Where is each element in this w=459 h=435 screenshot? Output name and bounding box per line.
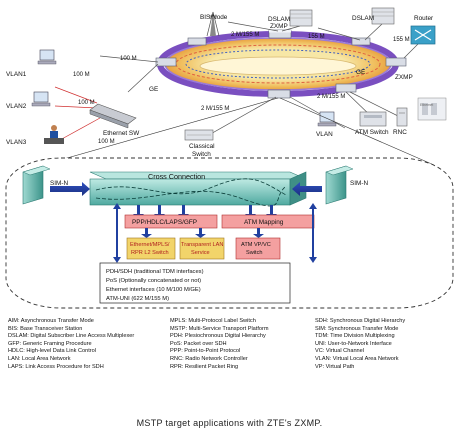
link-vlan1-label: 100 M bbox=[73, 72, 90, 78]
vlan3-label: VLAN3 bbox=[6, 139, 27, 146]
legend-item: LAN: Local Area Network bbox=[8, 355, 71, 362]
legend-item: BIS: Base Transceiver Station bbox=[8, 325, 83, 332]
ethernet-mpls-label-1: Ethernet/MPLS/ bbox=[130, 242, 170, 248]
link-vlan2-label: 100 M bbox=[78, 100, 95, 106]
ge-right-label: GE bbox=[356, 69, 365, 76]
legend-item: VC: Virtual Channel bbox=[315, 348, 365, 355]
atm-switch-label: ATM Switch bbox=[355, 129, 389, 136]
sim-connectors bbox=[50, 182, 322, 196]
link-vlan3-label: 100 M bbox=[98, 139, 115, 145]
rnc-icon bbox=[396, 107, 408, 127]
ppp-hdlc-label: PPP/HDLC/LAPS/GFP bbox=[132, 219, 197, 226]
legend-item: PPP: Point-to-Point Protocol bbox=[170, 348, 241, 355]
interface-line-3: Ethernet interfaces (10 M/100 M/GE) bbox=[106, 287, 201, 293]
sim-n-right-label: SIM-N bbox=[350, 180, 368, 187]
interface-line-4: ATM-UNI (622 M/155 M) bbox=[106, 296, 169, 302]
ethernet-sw-label: Ethernet SW bbox=[103, 130, 140, 137]
dslam-label-1: DSLAM bbox=[268, 16, 290, 23]
figure-caption: MSTP target applications with ZTE's ZXMP… bbox=[136, 418, 323, 428]
legend-column-3: SDH: Synchronous Digital Hierarchy SIM: … bbox=[315, 318, 405, 371]
classical-switch-label-1: Classical bbox=[189, 143, 215, 150]
transparent-lan-label-2: Service bbox=[191, 250, 210, 256]
router-icon bbox=[410, 25, 436, 45]
legend-column-2: MPLS: Multi-Protocol Label Switch MSTP: … bbox=[170, 318, 269, 371]
legend-item: VP: Virtual Path bbox=[315, 363, 355, 370]
legend-item: LAPS: Link Access Procedure for SDH bbox=[8, 363, 104, 370]
zxmp-node-right bbox=[385, 57, 407, 67]
link-lower-155-label: 2 M/155 M bbox=[201, 106, 229, 112]
bis-node-label: BIS/Node bbox=[200, 14, 228, 21]
link-left-100-label: 100 M bbox=[120, 56, 137, 62]
vlan1-label: VLAN1 bbox=[6, 71, 27, 78]
sim-n-left-block bbox=[22, 165, 51, 205]
atm-vp-label-2: Switch bbox=[246, 250, 262, 256]
vertical-arrows-lower bbox=[141, 228, 264, 238]
atm-vp-box bbox=[235, 237, 281, 260]
legend-item: MSTP: Multi-Service Transport Platform bbox=[170, 325, 269, 332]
interface-line-1: PDH/SDH (traditional TDM interfaces) bbox=[106, 269, 204, 275]
ethernet-switch-icon bbox=[89, 103, 137, 129]
vlan2-label: VLAN2 bbox=[6, 103, 27, 110]
vlan-right-label: VLAN bbox=[316, 131, 333, 138]
atm-mapping-label: ATM Mapping bbox=[244, 219, 284, 226]
legend-column-1: AIM: Asynchronous Transfer Mode BIS: Bas… bbox=[8, 318, 134, 371]
interfaces-box bbox=[99, 262, 291, 304]
bts-tower-icon bbox=[206, 11, 220, 37]
legend-item: RPR: Resilient Packet Ring bbox=[170, 363, 239, 370]
ppp-hdlc-box bbox=[124, 214, 218, 229]
pc-icon-vlan2 bbox=[31, 91, 51, 107]
person-icon-vlan3 bbox=[44, 125, 64, 144]
ge-left-label: GE bbox=[149, 86, 158, 93]
zxmp-node-bottom bbox=[267, 89, 291, 99]
legend-item: UNI: User-to-Network Interface bbox=[315, 340, 392, 347]
link-top-label: 2 M/155 M bbox=[231, 32, 259, 38]
interface-arrows bbox=[113, 203, 317, 263]
legend-item: PDH: Plesiochronous Digital Hierarchy bbox=[170, 333, 266, 340]
atm-switch-icon bbox=[359, 111, 387, 127]
ethernet-mpls-label-2: RPR L2 Switch bbox=[131, 250, 169, 256]
atm-vp-label-1: ATM VP/VC bbox=[241, 242, 271, 248]
pc-icon-vlan1 bbox=[37, 49, 57, 65]
zxmp-node-left bbox=[155, 57, 177, 67]
pc-icon-vlan-right bbox=[317, 111, 337, 127]
sim-n-right-block bbox=[325, 165, 354, 205]
legend-item: RNC: Radio Network Controller bbox=[170, 355, 248, 362]
legend-item: GFP: Generic Framing Procedure bbox=[8, 340, 92, 347]
classical-switch-label-2: Switch bbox=[192, 151, 211, 158]
tiny-equipment-label: Ethernet bbox=[420, 103, 433, 107]
link-dslam2-label: 155 M bbox=[393, 37, 410, 43]
cross-connection-block bbox=[89, 171, 307, 207]
router-label: Router bbox=[414, 15, 434, 22]
legend-item: TDM: Time Division Multiplexing bbox=[315, 333, 395, 340]
zxmp-node-top bbox=[268, 29, 292, 39]
legend-item: SIM: Synchronous Transfer Mode bbox=[315, 325, 399, 332]
legend-item: PoS: Packet over SDH bbox=[170, 340, 227, 347]
dslam-label-2: DSLAM bbox=[352, 15, 374, 22]
link-right-top-label: 155 M bbox=[308, 34, 325, 40]
zxmp-node-bottomright bbox=[335, 83, 357, 93]
link-bottom-right-label: 2 M/155 M bbox=[317, 94, 345, 100]
zxmp-node-topright bbox=[351, 37, 371, 46]
ethernet-mpls-box bbox=[126, 237, 176, 260]
transparent-lan-label-1: Transparent LAN bbox=[181, 242, 223, 248]
interface-line-2: PoS (Optionally concatenated or not) bbox=[106, 278, 201, 284]
zxmp-node-topleft bbox=[187, 37, 207, 46]
dslam-icon-1 bbox=[289, 9, 313, 27]
legend-item: VLAN: Virtual Local Area Network bbox=[315, 355, 399, 362]
sim-n-left-label: SIM-N bbox=[50, 180, 68, 187]
transparent-lan-box bbox=[179, 237, 225, 260]
legend-item: HDLC: High-level Data Link Control bbox=[8, 348, 96, 355]
zxmp-top-label: ZXMP bbox=[270, 23, 288, 30]
rnc-label: RNC bbox=[393, 129, 407, 136]
zxmp-right-label: ZXMP bbox=[395, 74, 413, 81]
dslam-icon-2 bbox=[371, 7, 395, 25]
classical-switch-icon bbox=[184, 129, 214, 141]
legend-item: DSLAM: Digital Subscriber Line Access Mu… bbox=[8, 333, 135, 340]
legend-item: SDH: Synchronous Digital Hierarchy bbox=[315, 318, 406, 324]
cross-connection-label: Cross Connection bbox=[148, 172, 205, 181]
legend-item: AIM: Asynchronous Transfer Mode bbox=[8, 318, 94, 324]
bts-equipment-icon bbox=[417, 97, 447, 121]
legend-item: MPLS: Multi-Protocol Label Switch bbox=[170, 318, 256, 324]
